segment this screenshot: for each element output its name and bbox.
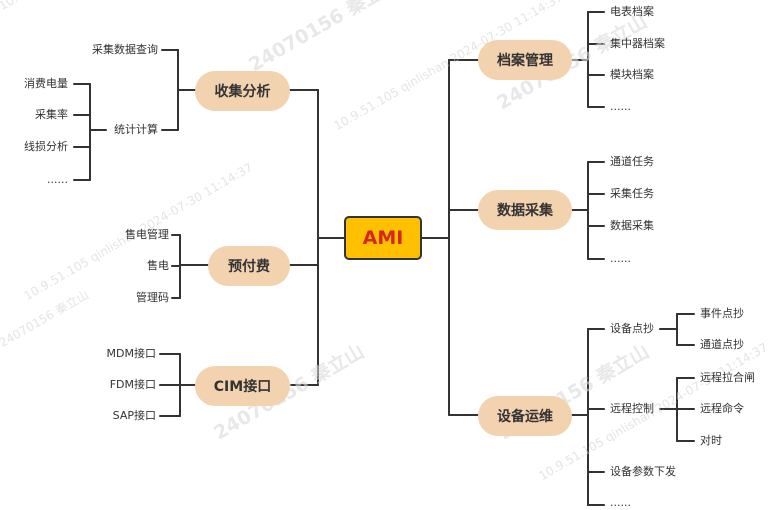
leaf-calc-more[interactable]: ...... (47, 173, 68, 186)
leaf-yunwei-remote[interactable]: 远程控制 (610, 402, 654, 415)
leaf-dangan-concentrator[interactable]: 集中器档案 (610, 37, 665, 50)
leaf-calc-lineloss[interactable]: 线损分析 (24, 140, 68, 153)
leaf-remote-clock[interactable]: 对时 (700, 434, 722, 447)
leaf-yufu-code[interactable]: 管理码 (136, 291, 169, 304)
leaf-cim-fdm[interactable]: FDM接口 (109, 378, 156, 391)
leaf-caiji-data[interactable]: 数据采集 (610, 219, 654, 232)
leaf-remote-close[interactable]: 远程拉合闸 (700, 371, 755, 384)
leaf-dangan-module[interactable]: 模块档案 (610, 68, 654, 81)
leaf-yunwei-params[interactable]: 设备参数下发 (610, 465, 676, 478)
leaf-dangan-more[interactable]: ...... (610, 100, 631, 113)
leaf-cim-mdm[interactable]: MDM接口 (106, 347, 156, 360)
branch-node-yunwei[interactable]: 设备运维 (478, 396, 572, 436)
branch-node-yufu[interactable]: 预付费 (208, 246, 290, 286)
branch-node-shouji[interactable]: 收集分析 (195, 71, 290, 111)
leaf-caiji-more[interactable]: ...... (610, 252, 631, 265)
leaf-yunwei-more[interactable]: ...... (610, 496, 631, 509)
central-node[interactable]: AMI (344, 216, 422, 260)
leaf-shouji-query[interactable]: 采集数据查询 (92, 43, 158, 56)
leaf-readout-event[interactable]: 事件点抄 (700, 307, 744, 320)
leaf-shouji-calc[interactable]: 统计计算 (114, 123, 158, 136)
leaf-yufu-sell[interactable]: 售电 (147, 259, 169, 272)
branch-node-caiji[interactable]: 数据采集 (478, 190, 572, 230)
leaf-yufu-mgmt[interactable]: 售电管理 (125, 228, 169, 241)
leaf-caiji-channel[interactable]: 通道任务 (610, 155, 654, 168)
leaf-cim-sap[interactable]: SAP接口 (112, 409, 156, 422)
leaf-yunwei-readout[interactable]: 设备点抄 (610, 322, 654, 335)
leaf-dangan-meter[interactable]: 电表档案 (610, 5, 654, 18)
leaf-calc-rate[interactable]: 采集率 (35, 108, 68, 121)
branch-node-cim[interactable]: CIM接口 (195, 366, 290, 406)
branch-node-dangan[interactable]: 档案管理 (478, 40, 572, 80)
leaf-readout-channel[interactable]: 通道点抄 (700, 338, 744, 351)
leaf-calc-consumption[interactable]: 消费电量 (24, 77, 68, 90)
leaf-caiji-task[interactable]: 采集任务 (610, 187, 654, 200)
leaf-remote-cmd[interactable]: 远程命令 (700, 402, 744, 415)
